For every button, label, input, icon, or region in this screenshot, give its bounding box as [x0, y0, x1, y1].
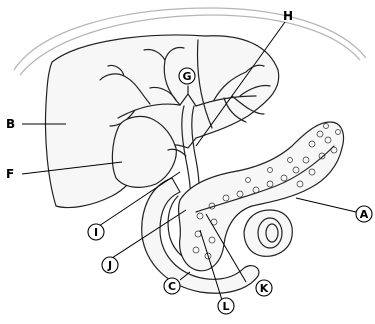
label-A: A — [360, 208, 369, 221]
label-I: I — [94, 226, 98, 239]
label-J-marker: J — [102, 257, 118, 273]
label-J: J — [107, 259, 112, 272]
label-B: B — [6, 117, 15, 131]
label-H: H — [283, 9, 293, 23]
jejunum-loop — [244, 210, 292, 256]
label-L: L — [222, 300, 229, 313]
label-C: C — [168, 280, 176, 293]
label-K: K — [260, 282, 269, 295]
label-F: F — [6, 167, 14, 181]
label-K-marker: K — [256, 280, 272, 296]
label-A-marker: A — [356, 206, 372, 222]
label-G: G — [182, 70, 191, 83]
label-I-marker: I — [88, 224, 104, 240]
label-C-marker: C — [164, 278, 180, 294]
label-G-marker: G — [179, 68, 195, 84]
label-L-marker: L — [218, 298, 234, 314]
